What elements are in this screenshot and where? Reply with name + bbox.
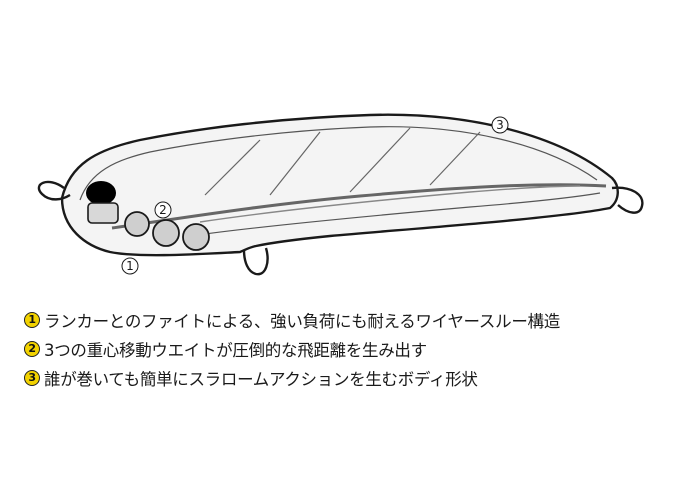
numbered-circle-icon: 2 [24,340,40,357]
feature-item-3: 3 誰が巻いても簡単にスラロームアクションを生むボディ形状 [24,363,684,392]
lure-diagram: 1 2 3 [37,113,644,276]
callout-3: 3 [491,116,509,134]
feature-item-1: 1 ランカーとのファイトによる、強い負荷にも耐えるワイヤースルー構造 [24,305,684,334]
weight-ball [182,223,210,251]
feature-legend: 1 ランカーとのファイトによる、強い負荷にも耐えるワイヤースルー構造 2 3つの… [24,305,684,392]
rib-line [349,127,411,193]
tail-eye-loop [611,186,644,214]
rib-line [429,131,481,186]
numbered-circle-icon: 1 [24,311,40,328]
feature-text: ランカーとのファイトによる、強い負荷にも耐えるワイヤースルー構造 [44,311,560,331]
weight-ball [152,219,180,247]
feature-text: 誰が巻いても簡単にスラロームアクションを生むボディ形状 [44,369,478,389]
inner-contour-lower [189,192,601,237]
svg-text:3: 3 [496,118,504,132]
callout-1: 1 [121,257,139,275]
svg-text:2: 2 [159,203,167,217]
through-wire [111,183,607,230]
callout-2: 2 [154,201,172,219]
front-weight [87,202,119,224]
inner-contour [79,126,598,201]
rib-line [204,139,261,196]
feature-text: 3つの重心移動ウエイトが圧倒的な飛距離を生み出す [44,340,427,360]
nose-eye-loop [37,180,71,201]
rib-line [269,131,321,196]
svg-text:1: 1 [126,259,134,273]
weight-ball [124,211,150,237]
wire-channel [199,185,581,223]
feature-item-2: 2 3つの重心移動ウエイトが圧倒的な飛距離を生み出す [24,334,684,363]
numbered-circle-icon: 3 [24,369,40,386]
eye [86,181,116,205]
belly-loop [242,247,269,276]
lure-body [60,113,619,257]
